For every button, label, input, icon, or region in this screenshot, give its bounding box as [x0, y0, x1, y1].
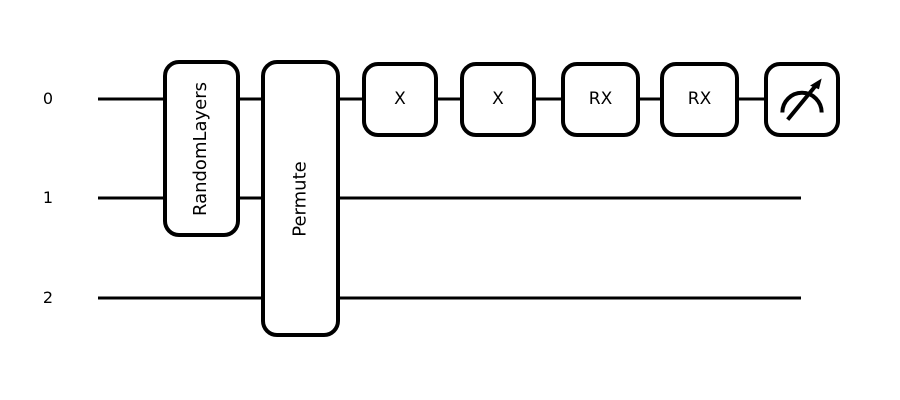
- wire-label-1: 1: [42, 188, 54, 207]
- wire-label-0: 0: [42, 89, 54, 108]
- gate-pauli-x-2-label: X: [492, 89, 504, 109]
- gate-randomlayers-label: RandomLayers: [190, 81, 212, 216]
- qubit-wire-1: [98, 196, 801, 200]
- wire-label-2: 2: [42, 288, 54, 307]
- gate-pauli-x-2[interactable]: X: [460, 62, 536, 137]
- qubit-wire-0: [98, 97, 801, 101]
- gate-permute[interactable]: Permute: [261, 60, 340, 337]
- gate-permute-label: Permute: [289, 160, 311, 237]
- gate-randomlayers[interactable]: RandomLayers: [163, 60, 240, 237]
- gate-measurement[interactable]: [764, 62, 840, 137]
- gate-pauli-x-1[interactable]: X: [362, 62, 438, 137]
- gate-rx-1-label: RX: [588, 89, 613, 109]
- gate-pauli-x-1-label: X: [394, 89, 406, 109]
- gate-rx-1[interactable]: RX: [561, 62, 640, 137]
- gate-rx-2-label: RX: [687, 89, 712, 109]
- measure-meter-icon: [780, 78, 824, 121]
- gate-rx-2[interactable]: RX: [660, 62, 739, 137]
- qubit-wire-2: [98, 296, 801, 300]
